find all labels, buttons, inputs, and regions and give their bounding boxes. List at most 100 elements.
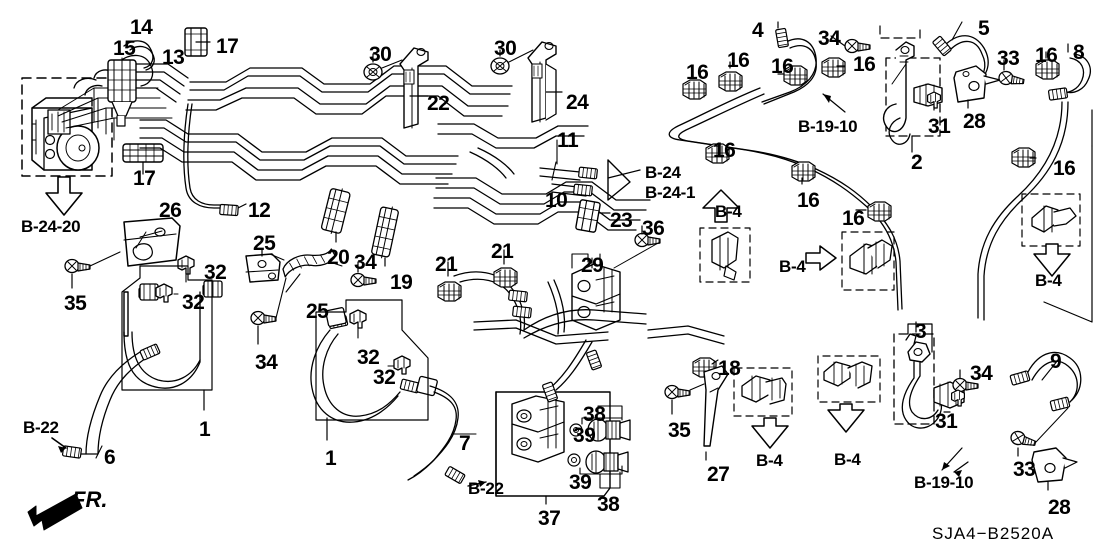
reference-label-b-19-10: B-19-10 bbox=[914, 473, 974, 492]
front-direction-label: FR. bbox=[72, 487, 108, 512]
bracket-26 bbox=[123, 217, 181, 267]
bolt-33-top bbox=[997, 69, 1026, 88]
reference-label-b-22: B-22 bbox=[23, 418, 59, 437]
part-number-31: 31 bbox=[928, 115, 951, 138]
front-direction-arrow bbox=[27, 493, 83, 531]
rear-long-line bbox=[668, 87, 903, 311]
part-number-11: 11 bbox=[557, 129, 579, 152]
clip-16-d bbox=[821, 57, 846, 78]
bolt-35-center bbox=[664, 384, 691, 400]
part-number-26: 26 bbox=[159, 199, 182, 222]
sensor-9 bbox=[1009, 351, 1082, 412]
part-number-6: 6 bbox=[104, 446, 116, 469]
part-number-16: 16 bbox=[727, 49, 750, 72]
clip-16-h bbox=[867, 201, 892, 222]
diagram-code-label: SJA4−B2520A bbox=[932, 524, 1055, 543]
part-number-7: 7 bbox=[459, 432, 471, 455]
reference-label-b-24: B-24 bbox=[645, 163, 681, 182]
proportioning-valve-inset bbox=[495, 391, 631, 505]
part-number-27: 27 bbox=[707, 463, 730, 486]
part-number-18: 18 bbox=[718, 357, 741, 380]
part-number-25: 25 bbox=[306, 300, 329, 323]
clip-19 bbox=[371, 206, 399, 259]
part-number-33: 33 bbox=[1013, 458, 1036, 481]
part-number-14: 14 bbox=[130, 16, 153, 39]
part-number-32: 32 bbox=[373, 366, 396, 389]
part-number-13: 13 bbox=[162, 46, 185, 69]
inset-b4-clips-right bbox=[817, 355, 881, 433]
b24-pointer bbox=[607, 159, 641, 201]
part-number-36: 36 bbox=[642, 217, 665, 240]
part-number-4: 4 bbox=[752, 19, 764, 42]
part-number-16: 16 bbox=[842, 207, 865, 230]
part-number-30: 30 bbox=[369, 43, 392, 66]
reference-label-b-19-10: B-19-10 bbox=[798, 117, 858, 136]
reference-label-b-4: B-4 bbox=[756, 451, 783, 470]
part-number-38: 38 bbox=[583, 403, 606, 426]
part-number-25: 25 bbox=[253, 232, 276, 255]
part-number-1: 1 bbox=[325, 447, 337, 470]
part-3-assembly bbox=[893, 321, 965, 429]
part-number-22: 22 bbox=[427, 92, 450, 115]
part-number-20: 20 bbox=[327, 246, 350, 269]
part-number-34: 34 bbox=[255, 351, 278, 374]
part-number-30: 30 bbox=[494, 37, 517, 60]
reference-label-b-4: B-4 bbox=[779, 257, 806, 276]
part-number-35: 35 bbox=[64, 292, 87, 315]
part-number-34: 34 bbox=[354, 251, 377, 274]
part-number-10: 10 bbox=[545, 189, 568, 212]
lever-27 bbox=[689, 365, 729, 461]
reference-label-b-4: B-4 bbox=[1035, 271, 1062, 290]
part-number-8: 8 bbox=[1073, 41, 1085, 64]
part-number-16: 16 bbox=[1053, 157, 1076, 180]
part-number-23: 23 bbox=[610, 209, 633, 232]
clip-20 bbox=[320, 188, 351, 235]
reference-label-b-22: B-22 bbox=[468, 479, 504, 498]
part-number-16: 16 bbox=[686, 61, 709, 84]
part-number-35: 35 bbox=[668, 419, 691, 442]
part-number-16: 16 bbox=[797, 189, 820, 212]
part-number-16: 16 bbox=[713, 139, 736, 162]
part-number-37: 37 bbox=[538, 507, 561, 530]
clip-31-top bbox=[926, 91, 942, 109]
main-brakeline-bundle bbox=[139, 65, 651, 231]
clip-31-bottom bbox=[950, 389, 966, 407]
part-number-12: 12 bbox=[248, 199, 271, 222]
part-number-29: 29 bbox=[581, 254, 604, 277]
part-number-16: 16 bbox=[853, 53, 876, 76]
part-number-21: 21 bbox=[491, 240, 514, 263]
grommet-17-lower bbox=[122, 143, 164, 163]
reference-label-b-24-1: B-24-1 bbox=[645, 183, 696, 202]
bracket-25-left bbox=[245, 253, 281, 283]
part-number-34: 34 bbox=[970, 362, 993, 385]
brake-hose-assy-1-left bbox=[121, 255, 223, 411]
inset-b4-clips-left bbox=[733, 367, 793, 449]
bracket-28-bottom bbox=[1031, 447, 1078, 491]
reference-label-b-4: B-4 bbox=[834, 450, 861, 469]
part-number-28: 28 bbox=[1048, 496, 1071, 519]
clip-21-right bbox=[493, 267, 518, 288]
inset-b4-up bbox=[699, 189, 751, 283]
part-number-17: 17 bbox=[216, 35, 239, 58]
bracket-22 bbox=[399, 47, 429, 129]
grommet-23 bbox=[575, 199, 601, 233]
bolt-34-center bbox=[350, 272, 377, 288]
part-number-19: 19 bbox=[390, 271, 413, 294]
clip-16-g bbox=[791, 161, 816, 182]
part-number-9: 9 bbox=[1050, 350, 1062, 373]
bracket-28-top bbox=[953, 65, 1001, 109]
brake-hose-assy-1-center bbox=[310, 299, 438, 441]
nut-30-left bbox=[363, 63, 383, 81]
part-number-28: 28 bbox=[963, 110, 986, 133]
clip-34-slide bbox=[282, 248, 337, 278]
part-number-38: 38 bbox=[597, 493, 620, 516]
bolt-35-left bbox=[64, 258, 91, 274]
part-number-16: 16 bbox=[771, 55, 794, 78]
brake-line-7 bbox=[407, 385, 487, 487]
part-number-24: 24 bbox=[566, 91, 589, 114]
line-ends-10-11 bbox=[539, 139, 599, 197]
part-number-32: 32 bbox=[204, 261, 227, 284]
callout-arrow-b2420 bbox=[45, 176, 83, 216]
part-number-1: 1 bbox=[199, 418, 211, 441]
